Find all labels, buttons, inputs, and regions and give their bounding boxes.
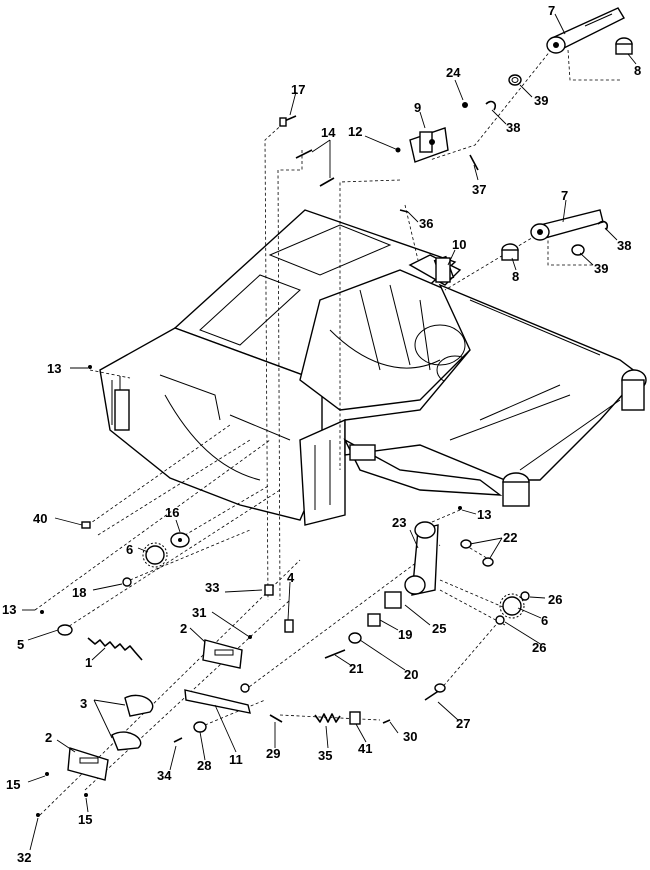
callout-9: 9 [414,100,421,115]
callout-8: 8 [634,63,641,78]
part-bolt-40 [81,521,91,529]
part-idler-6-left [142,542,168,568]
callout-31: 31 [192,605,206,620]
callout-4: 4 [287,570,295,585]
callout-2: 2 [45,730,52,745]
callout-36: 36 [419,216,433,231]
callout-7: 7 [548,3,555,18]
callout-39: 39 [534,93,548,108]
part-pin-30 [382,719,391,724]
callout-12: 12 [348,124,362,139]
part-pin-37 [469,154,479,171]
callout-13: 13 [47,361,61,376]
part-nuts-26 [495,591,530,625]
callout-26: 26 [548,592,562,607]
callout-16: 16 [165,505,179,520]
callout-labels: 7 8 24 39 38 9 17 14 12 37 36 7 38 10 8 … [2,3,641,865]
callout-13: 13 [2,602,16,617]
part-bushing-8-lower [501,243,519,261]
part-nut-18 [122,577,132,587]
part-washer-39-lower [571,244,585,256]
callout-37: 37 [472,182,486,197]
callout-18: 18 [72,585,86,600]
callout-17: 17 [291,82,305,97]
part-sprocket-16 [170,532,190,548]
callout-5: 5 [17,637,24,652]
part-nut-24 [462,102,468,108]
leader-lines [22,13,637,851]
part-control-lever-7-top [546,7,625,54]
part-arm-23-25 [384,521,439,609]
callout-7: 7 [561,188,568,203]
callout-39: 39 [594,261,608,276]
part-control-lever-7-lower [530,209,604,241]
assembly-lines [34,44,620,816]
callout-10: 10 [452,237,466,252]
part-plate-2-upper [202,639,243,669]
part-bracket-10 [435,257,451,283]
callout-25: 25 [432,621,446,636]
part-bushing-8-top [615,37,633,55]
callout-28: 28 [197,758,211,773]
part-clip-38-lower [597,220,609,231]
part-idler-6-right [499,593,525,619]
callout-27: 27 [456,716,470,731]
callout-23: 23 [392,515,406,530]
part-pin-36 [399,209,409,213]
callout-34: 34 [157,768,172,783]
callout-26: 26 [532,640,546,655]
part-spacer-19-20-21 [324,613,381,659]
part-brackets-3 [111,694,154,751]
part-spring-35 [314,713,341,723]
part-clip-41 [349,711,361,725]
callout-15: 15 [6,777,20,792]
callout-32: 32 [17,850,31,865]
callout-15: 15 [78,812,92,827]
callout-33: 33 [205,580,219,595]
callout-29: 29 [266,746,280,761]
part-plate-2-lower [67,747,109,781]
part-washer-22 [460,539,494,567]
part-eyebolt-5 [40,610,73,636]
part-bolts-14 [295,149,335,187]
callout-13: 13 [477,507,491,522]
callout-38: 38 [506,120,520,135]
callout-2: 2 [180,621,187,636]
part-bracket-9 [409,127,449,163]
callout-30: 30 [403,729,417,744]
callout-38: 38 [617,238,631,253]
part-link-11 [184,683,251,714]
part-pin-29 [269,714,283,723]
callout-3: 3 [80,696,87,711]
part-bolt-34 [173,737,183,743]
main-frame [99,209,647,526]
callout-11: 11 [229,752,243,767]
callout-24: 24 [446,65,461,80]
callout-14: 14 [321,125,336,140]
callout-6: 6 [541,613,548,628]
callout-35: 35 [318,748,332,763]
callout-22: 22 [503,530,517,545]
part-clip-38-top [485,100,497,111]
callout-41: 41 [358,741,372,756]
callout-8: 8 [512,269,519,284]
part-washer-28 [193,721,207,733]
part-bolt-17 [279,115,297,127]
callout-21: 21 [349,661,363,676]
callout-20: 20 [404,667,418,682]
part-bolt-27 [424,683,446,701]
callout-40: 40 [33,511,47,526]
callout-19: 19 [398,627,412,642]
callout-6: 6 [126,542,133,557]
callout-1: 1 [85,655,92,670]
part-bolts-15-32 [36,365,462,817]
part-spring-1 [87,637,143,661]
part-brackets-33-31-4 [248,584,294,639]
part-washer-39-top [508,74,522,86]
